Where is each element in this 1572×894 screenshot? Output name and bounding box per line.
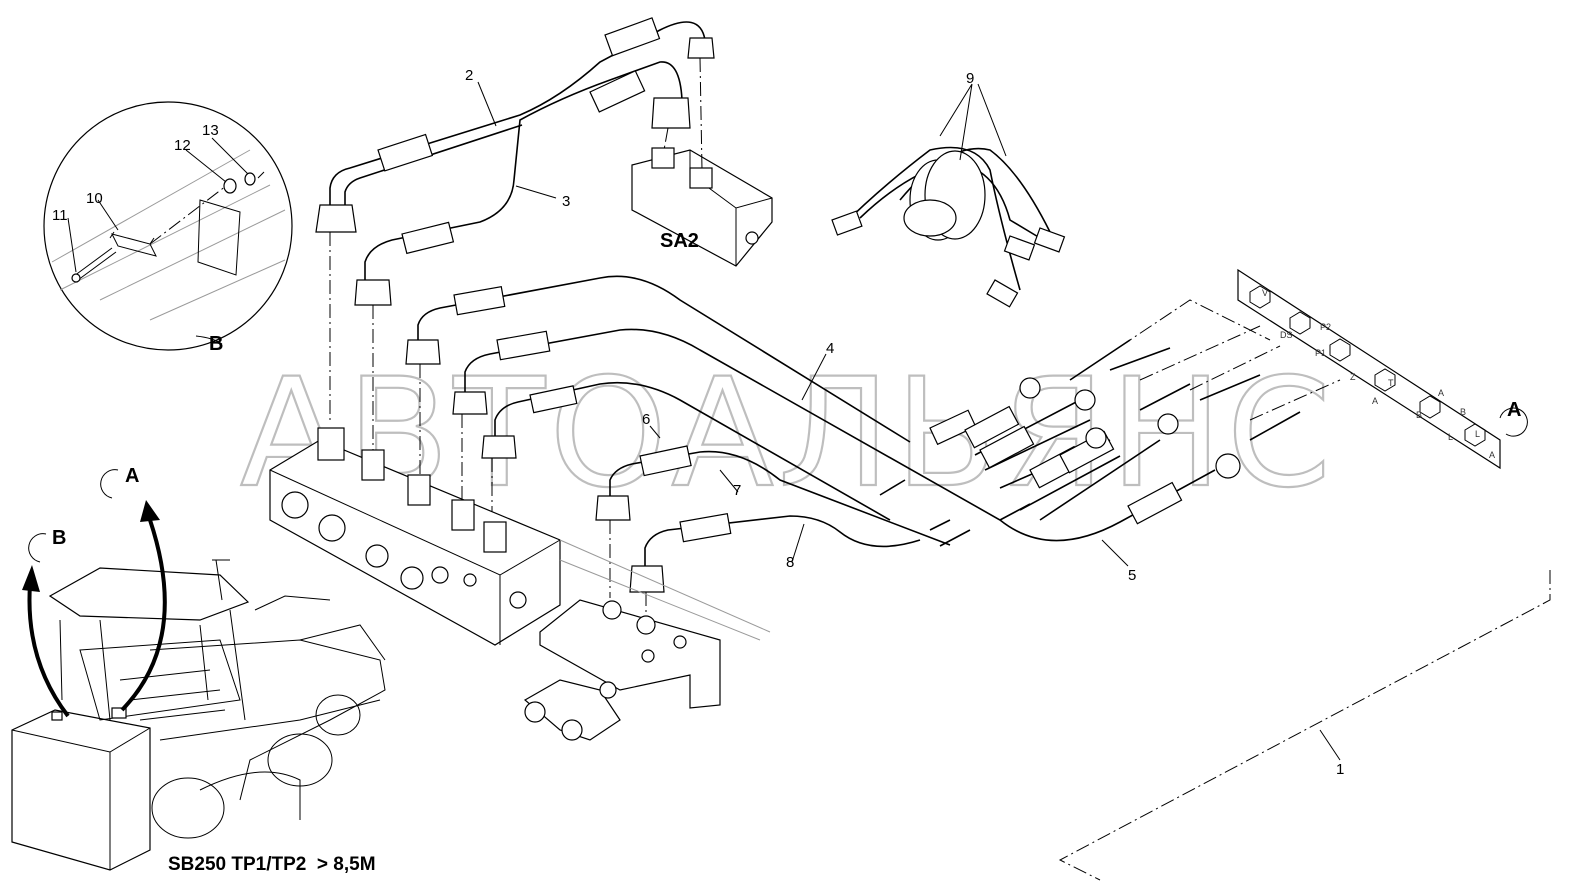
hose-5 <box>452 328 1241 542</box>
plate-letter: A <box>1489 450 1495 460</box>
hose-3 <box>354 61 691 306</box>
label-7: 7 <box>733 482 741 499</box>
plate-letter: P2 <box>1320 322 1331 332</box>
hose-7 <box>595 445 951 546</box>
view-marker-b-machine <box>28 533 47 563</box>
hose-8 <box>629 512 921 593</box>
view-marker-a-panel <box>1499 407 1528 437</box>
plate-letter: L <box>1448 432 1453 442</box>
hose-6 <box>481 381 891 521</box>
label-10: 10 <box>86 190 103 207</box>
leader-8 <box>791 523 805 563</box>
label-6: 6 <box>642 411 650 428</box>
leader-6 <box>649 425 661 439</box>
label-13: 13 <box>202 122 219 139</box>
plate-letter: L <box>1475 429 1480 439</box>
plate-letter: A <box>1372 396 1378 406</box>
hose-group-right <box>879 299 1341 547</box>
valve-block-sa2 <box>631 57 773 267</box>
label-2: 2 <box>465 67 473 84</box>
model-caption: SB250 TP1/TP2 > 8,5M <box>168 854 376 875</box>
label-3: 3 <box>562 193 570 210</box>
sa2-label: SA2 <box>660 230 699 252</box>
label-1: 1 <box>1336 761 1344 778</box>
label-12: 12 <box>174 137 191 154</box>
leader-5 <box>1101 539 1129 567</box>
plate-letter: Z <box>1350 372 1356 382</box>
connection-lines <box>329 232 647 620</box>
label-11: 11 <box>52 207 68 224</box>
detail-b-label: B <box>209 333 223 355</box>
leader-7 <box>719 469 739 493</box>
plate-letter: A <box>1438 388 1444 398</box>
label-4: 4 <box>826 340 834 357</box>
label-8: 8 <box>786 554 794 571</box>
hose-4 <box>405 275 977 446</box>
view-a-panel-label: A <box>1507 399 1521 421</box>
detail-view-b <box>43 101 293 351</box>
paver-machine <box>11 559 386 871</box>
view-b-machine-label: B <box>52 527 66 549</box>
label-5: 5 <box>1128 567 1136 584</box>
plate-letter: B <box>1460 407 1466 417</box>
hose-bundle-9 <box>831 83 1066 308</box>
connection-plate-a: V DS P2 P1 Z T A B L A B L A <box>1237 268 1501 470</box>
view-arrows <box>22 500 167 718</box>
leader-4 <box>801 353 827 401</box>
plate-letter: V <box>1262 288 1268 298</box>
hose-2 <box>315 17 715 233</box>
valve-bracket <box>523 599 721 741</box>
plate-letter: P1 <box>1315 348 1326 358</box>
plate-letter: DS <box>1280 330 1293 340</box>
view-marker-a-machine <box>100 469 119 499</box>
label-9: 9 <box>966 70 974 87</box>
plate-letter: T <box>1388 378 1394 388</box>
plate-letter: B <box>1416 410 1422 420</box>
kit-outline-1 <box>1058 570 1551 881</box>
manifold-block <box>269 427 771 646</box>
view-a-machine-label: A <box>125 465 139 487</box>
leader-2 <box>477 81 497 127</box>
leader-3 <box>515 185 557 199</box>
